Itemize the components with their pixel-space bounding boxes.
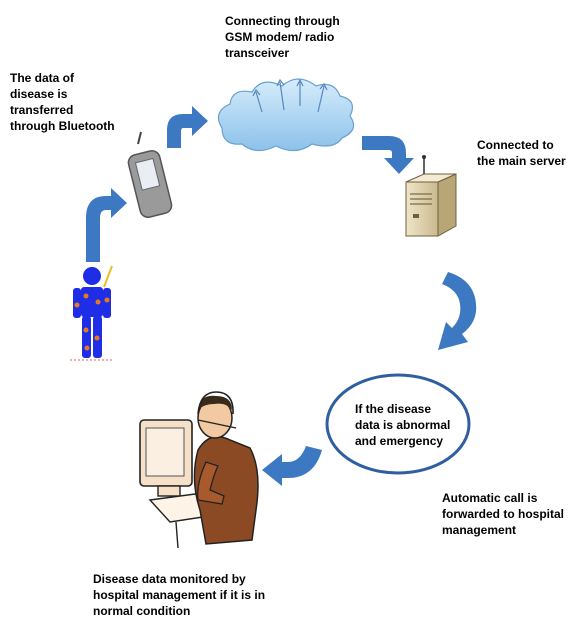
monitored-label: Disease data monitored by hospital manag… bbox=[93, 572, 268, 618]
server-label: Connected to the main server bbox=[477, 138, 566, 168]
arrow-cloud-to-server bbox=[362, 136, 414, 174]
handheld-device-icon bbox=[127, 131, 173, 218]
patient-figure bbox=[70, 265, 114, 361]
cloud-icon bbox=[217, 78, 355, 152]
abnormal-label: If the disease data is abnormal and emer… bbox=[355, 402, 454, 448]
autocall-label: Automatic call is forwarded to hospital … bbox=[442, 491, 567, 537]
arrow-server-to-ellipse bbox=[438, 272, 477, 350]
abnormal-condition-ellipse bbox=[325, 373, 471, 475]
arrow-ellipse-to-doctor bbox=[262, 446, 322, 486]
bluetooth-label: The data of disease is transferred throu… bbox=[10, 71, 115, 133]
gsm-label: Connecting through GSM modem/ radio tran… bbox=[225, 14, 343, 60]
doctor-at-computer-illustration bbox=[139, 391, 259, 549]
server-icon bbox=[405, 155, 457, 237]
arrow-patient-to-device bbox=[86, 188, 127, 262]
arrow-device-to-cloud bbox=[167, 106, 208, 148]
